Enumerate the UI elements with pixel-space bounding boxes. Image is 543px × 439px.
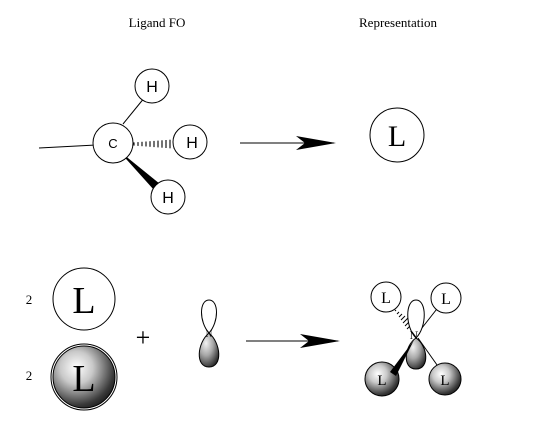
shaded-ligand-label: L [72, 358, 95, 400]
header-representation: Representation [359, 15, 437, 30]
ligand-bottom-right-label: L [440, 373, 449, 389]
hydrogen-atom-top [134, 68, 170, 104]
ligand-bottom-right [428, 362, 462, 396]
nitrogen-label: N [206, 329, 213, 339]
ligand-top-right-label: L [441, 291, 451, 308]
bond-c-h-bottom-wedge [118, 150, 160, 190]
header-ligand-fo: Ligand FO [129, 15, 186, 30]
ligand-bottom-left-label: L [377, 373, 386, 389]
combined-lobe-bottom [405, 337, 427, 370]
combined-lobe-top [407, 299, 425, 339]
bond-c-h-top [122, 96, 146, 125]
combined-representation: L L L L N [364, 281, 462, 397]
open-ligand-label: L [72, 280, 95, 322]
nitrogen-lobe-top [201, 299, 217, 334]
shaded-ligand-orbital: L [50, 343, 118, 411]
bond-c-h-right-hashed [125, 139, 179, 149]
open-ligand-coefficient: 2 [26, 292, 33, 307]
ligand-top-right [430, 282, 462, 314]
ligand-representation: L [369, 107, 425, 163]
combined-nitrogen-label: N [410, 328, 419, 342]
bond-to-ligand [38, 144, 97, 149]
ligand-representation-label: L [388, 120, 406, 153]
nitrogen-lobe-bottom [198, 332, 220, 368]
plus-sign: + [136, 323, 151, 352]
hydrogen-label-top: H [146, 79, 158, 96]
carbon-label: C [108, 136, 117, 151]
open-ligand-orbital: L [52, 267, 116, 331]
hydrogen-atom-right [172, 124, 208, 160]
bond-n-ligand-bottom-left-wedge [390, 340, 414, 376]
carbon-atom [92, 122, 134, 164]
hydrogen-atom-bottom [150, 179, 186, 215]
ligand-bottom-left [364, 361, 400, 397]
methyl-group: C H H H [38, 68, 208, 215]
hydrogen-label-bottom: H [162, 190, 174, 207]
ligand-top-left [370, 281, 402, 313]
shaded-ligand-coefficient: 2 [26, 368, 33, 383]
ligand-top-left-label: L [381, 290, 391, 307]
nitrogen-orbital: N [198, 299, 220, 368]
hydrogen-label-right: H [186, 135, 198, 152]
